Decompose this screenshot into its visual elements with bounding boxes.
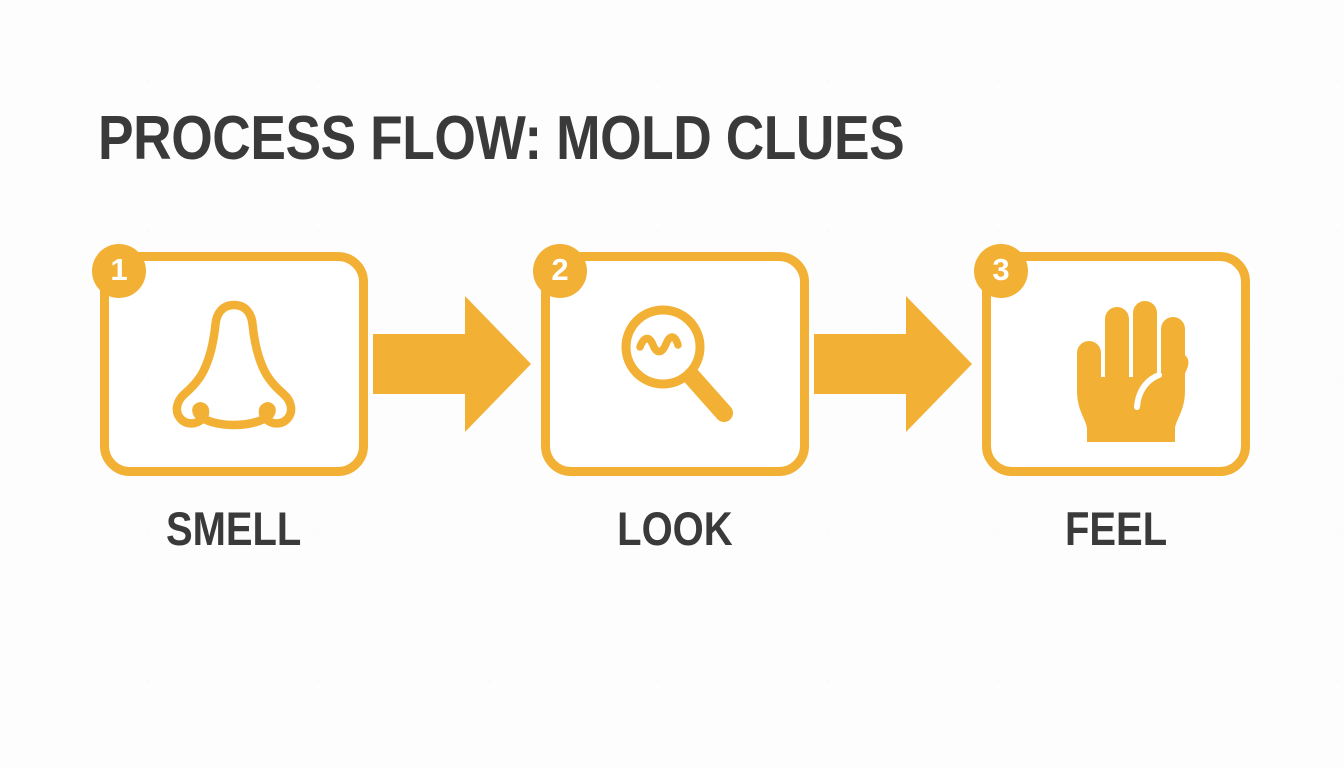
step-card <box>100 252 368 476</box>
arrow-right-icon <box>814 288 972 440</box>
step-number-badge: 1 <box>92 244 146 298</box>
step-label-text: FEEL <box>1064 502 1168 555</box>
arrow-right-icon <box>373 288 531 440</box>
nose-icon <box>100 252 368 476</box>
step-number-badge: 2 <box>533 244 587 298</box>
hand-icon <box>982 252 1250 476</box>
flow-step-smell[interactable]: 1 <box>92 244 368 476</box>
step-label-smell: SMELL <box>100 505 368 552</box>
step-label-text: LOOK <box>617 502 733 555</box>
step-label-look: LOOK <box>541 505 809 552</box>
flow-step-look[interactable]: 2 <box>533 244 809 476</box>
step-label-text: SMELL <box>166 502 302 555</box>
process-flow-diagram: 1 2 <box>0 244 1344 482</box>
step-card <box>541 252 809 476</box>
flow-step-feel[interactable]: 3 <box>974 244 1250 476</box>
step-label-feel: FEEL <box>982 505 1250 552</box>
magnifier-icon <box>541 252 809 476</box>
page-title: PROCESS FLOW: MOLD CLUES <box>98 104 905 173</box>
step-number-badge: 3 <box>974 244 1028 298</box>
